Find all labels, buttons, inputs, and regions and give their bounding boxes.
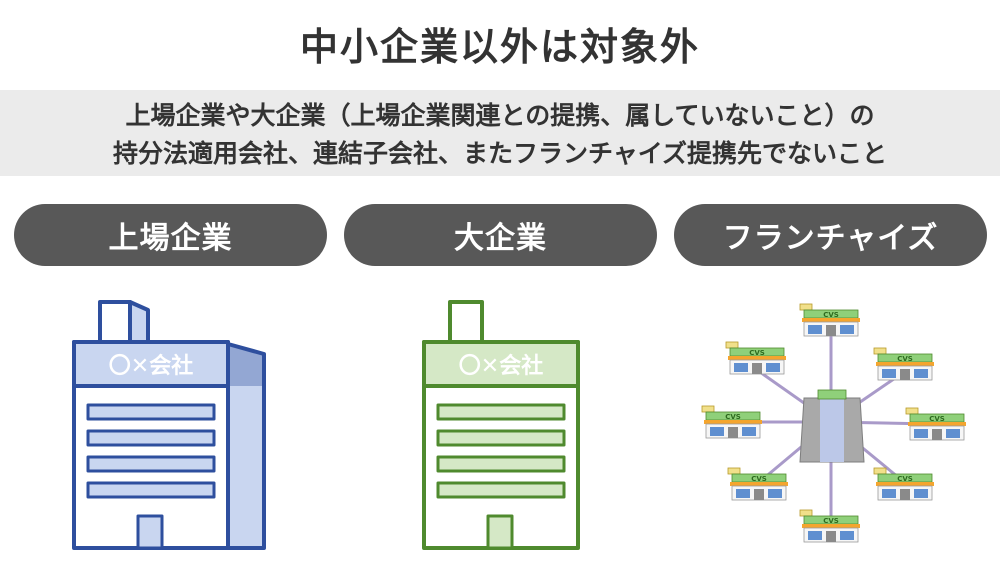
category-franchise: フランチャイズ <box>674 204 987 266</box>
condition-line-2: 持分法適用会社、連結子会社、またフランチャイズ提携先でないこと <box>112 139 887 168</box>
condition-banner: 上場企業や大企業（上場企業関連との提携、属していないこと）の 持分法適用会社、連… <box>0 90 1000 176</box>
category-listed-company: 上場企業 <box>14 204 327 266</box>
condition-line-1: 上場企業や大企業（上場企業関連との提携、属していないこと）の <box>125 101 875 130</box>
large-company-building-icon: 〇✕会社 <box>422 300 580 550</box>
listed-building-sign: 〇✕会社 <box>109 353 193 379</box>
listed-company-building-icon: 〇✕会社 <box>72 300 266 550</box>
franchise-network-icon: CVS <box>701 303 967 543</box>
category-large-company: 大企業 <box>344 204 657 266</box>
large-building-sign: 〇✕会社 <box>459 353 543 379</box>
page-title: 中小企業以外は対象外 <box>299 25 700 69</box>
franchise-hub-building <box>799 389 865 463</box>
